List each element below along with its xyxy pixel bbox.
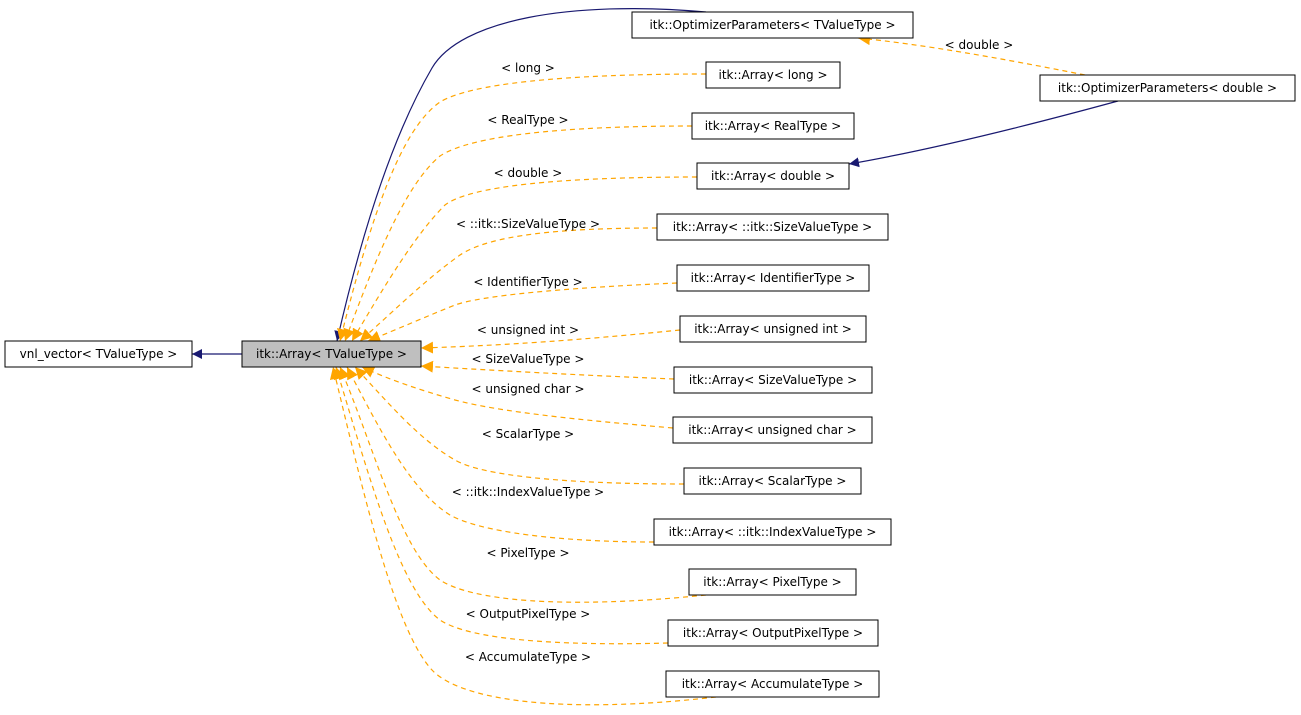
class-node-array-outputpixeltype[interactable]: itk::Array< OutputPixelType > bbox=[667, 619, 879, 647]
class-node-array-unsigned-int[interactable]: itk::Array< unsigned int > bbox=[679, 315, 867, 343]
edge-array-unsigned-int bbox=[420, 329, 681, 354]
edge-array-accumulatetype bbox=[329, 366, 717, 706]
class-node-label: itk::OptimizerParameters< double > bbox=[1058, 81, 1277, 95]
class-node-label: itk::Array< unsigned char > bbox=[688, 423, 856, 437]
edge-array-indexvaluetype-ns bbox=[346, 366, 655, 543]
edge-label-unsigned-char: < unsigned char > bbox=[471, 382, 584, 396]
class-node-label: itk::Array< AccumulateType > bbox=[682, 677, 864, 691]
class-node-label: itk::OptimizerParameters< TValueType > bbox=[649, 18, 895, 32]
edge-label-double: < double > bbox=[494, 166, 563, 180]
class-node-label: itk::Array< OutputPixelType > bbox=[683, 626, 863, 640]
class-node-label: itk::Array< RealType > bbox=[705, 119, 842, 133]
class-node-array-pixeltype[interactable]: itk::Array< PixelType > bbox=[688, 568, 857, 596]
edge-label-sizevaluetype: < SizeValueType > bbox=[472, 352, 585, 366]
class-node-label: itk::Array< TValueType > bbox=[256, 347, 407, 361]
edge-optimizer-double-to-optimizer-t bbox=[857, 33, 1086, 76]
class-node-label: itk::Array< ::itk::IndexValueType > bbox=[669, 525, 877, 539]
class-node-label: itk::Array< ::itk::SizeValueType > bbox=[673, 220, 872, 234]
edge-label-realtype: < RealType > bbox=[487, 113, 568, 127]
class-node-array-accumulatetype[interactable]: itk::Array< AccumulateType > bbox=[665, 670, 880, 698]
edge-label-sizevaluetype-ns: < ::itk::SizeValueType > bbox=[456, 217, 600, 231]
edge-label-accumulatetype: < AccumulateType > bbox=[465, 650, 591, 664]
edge-array-realtype bbox=[343, 125, 693, 342]
class-node-array-itk-sizevaluetype[interactable]: itk::Array< ::itk::SizeValueType > bbox=[656, 213, 889, 241]
node-layer: vnl_vector< TValueType > itk::Array< TVa… bbox=[4, 11, 1296, 698]
edge-label-layer: < double > < long > < RealType > < doubl… bbox=[452, 38, 1014, 664]
class-node-optimizer-parameters-tvaluetype[interactable]: itk::OptimizerParameters< TValueType > bbox=[631, 11, 914, 39]
class-node-label: itk::Array< IdentifierType > bbox=[691, 271, 856, 285]
edge-optimizer-double-to-array-double bbox=[848, 100, 1119, 168]
edge-array-identifiertype bbox=[367, 282, 678, 343]
class-node-label: itk::Array< double > bbox=[711, 169, 835, 183]
edge-label-optimizer-double: < double > bbox=[945, 38, 1014, 52]
edge-label-outputpixeltype: < OutputPixelType > bbox=[466, 607, 591, 621]
class-node-array-double[interactable]: itk::Array< double > bbox=[696, 162, 850, 190]
class-node-array-long[interactable]: itk::Array< long > bbox=[705, 61, 841, 89]
edge-array-unsigned-char bbox=[361, 366, 674, 429]
edge-array-sizevaluetype bbox=[420, 360, 675, 380]
class-node-array-scalartype[interactable]: itk::Array< ScalarType > bbox=[683, 467, 862, 495]
edge-label-identifiertype: < IdentifierType > bbox=[473, 275, 582, 289]
class-node-label: itk::Array< unsigned int > bbox=[694, 322, 852, 336]
class-node-array-sizevaluetype[interactable]: itk::Array< SizeValueType > bbox=[673, 366, 873, 394]
edge-label-indexvaluetype-ns: < ::itk::IndexValueType > bbox=[452, 485, 604, 499]
edge-label-unsigned-int: < unsigned int > bbox=[477, 323, 579, 337]
edge-label-long: < long > bbox=[501, 61, 555, 75]
class-node-array-realtype[interactable]: itk::Array< RealType > bbox=[691, 112, 855, 140]
edge-label-scalartype: < ScalarType > bbox=[482, 427, 575, 441]
edge-optimizer-t-to-array bbox=[334, 8, 707, 342]
class-node-optimizer-parameters-double[interactable]: itk::OptimizerParameters< double > bbox=[1039, 74, 1296, 102]
edge-layer bbox=[192, 8, 1119, 706]
edge-array-scalartype bbox=[354, 366, 685, 485]
class-node-label: itk::Array< PixelType > bbox=[703, 575, 841, 589]
class-node-label: vnl_vector< TValueType > bbox=[20, 347, 178, 361]
class-node-label: itk::Array< ScalarType > bbox=[699, 474, 847, 488]
class-node-array-tvaluetype[interactable]: itk::Array< TValueType > bbox=[241, 340, 422, 368]
edge-array-pixeltype bbox=[339, 366, 707, 603]
edge-array-long bbox=[337, 73, 707, 342]
class-node-array-itk-indexvaluetype[interactable]: itk::Array< ::itk::IndexValueType > bbox=[653, 518, 892, 546]
edge-array-outputpixeltype bbox=[333, 366, 669, 645]
edge-array-sizevaluetype-ns bbox=[359, 227, 658, 342]
class-node-vnl-vector[interactable]: vnl_vector< TValueType > bbox=[4, 340, 193, 368]
class-node-label: itk::Array< long > bbox=[718, 68, 827, 82]
edge-label-pixeltype: < PixelType > bbox=[486, 546, 569, 560]
class-node-array-identifiertype[interactable]: itk::Array< IdentifierType > bbox=[676, 264, 870, 292]
edge-array-double bbox=[351, 176, 698, 342]
class-node-label: itk::Array< SizeValueType > bbox=[689, 373, 857, 387]
class-node-array-unsigned-char[interactable]: itk::Array< unsigned char > bbox=[672, 416, 873, 444]
